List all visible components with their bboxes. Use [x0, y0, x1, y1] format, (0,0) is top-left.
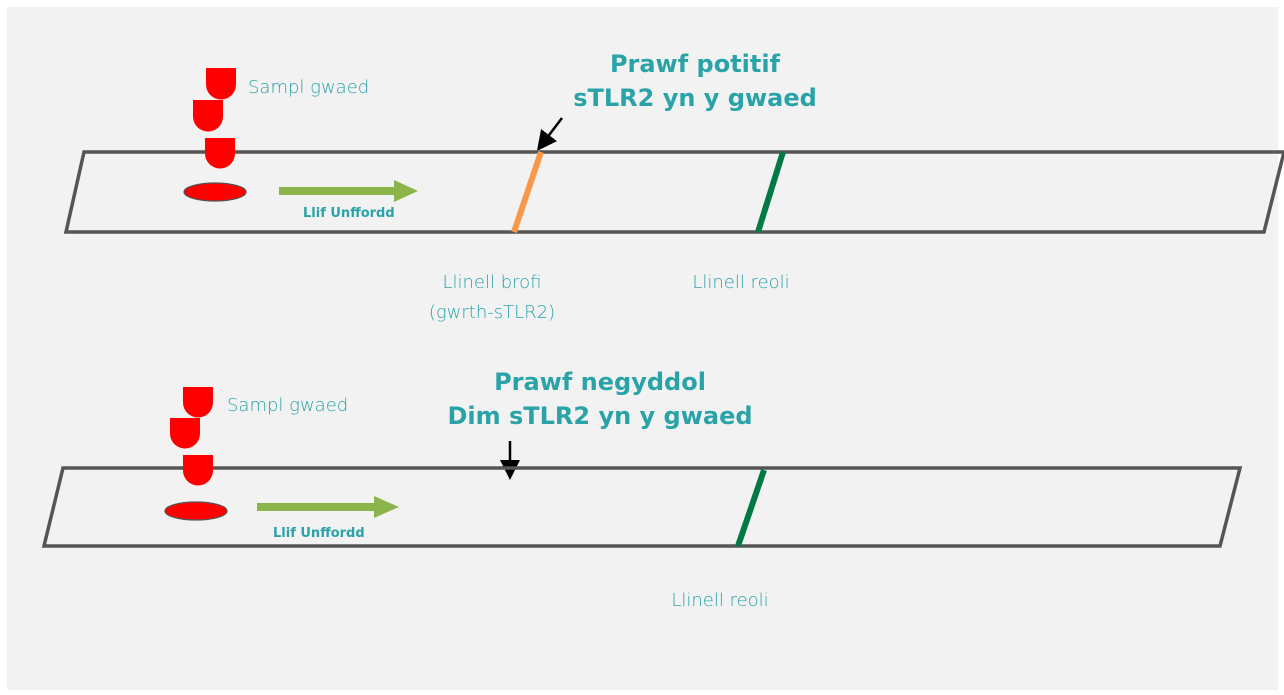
- negative-sample-label: Sampl gwaed: [227, 395, 348, 416]
- positive-test-strip: [63, 150, 1284, 234]
- blood-drop-icon: [192, 100, 223, 132]
- flow-arrow-icon: [257, 496, 399, 518]
- sample-well: [164, 501, 228, 521]
- blood-drop-icon: [182, 455, 213, 486]
- blood-drop-icon: [169, 418, 200, 449]
- positive-sample-label: Sampl gwaed: [248, 77, 369, 98]
- positive-pointer-arrow: [536, 117, 563, 151]
- negative-control-line: [735, 469, 767, 547]
- positive-flow-label: Llif Unffordd: [303, 206, 395, 221]
- negative-test: Prawf negyddol Dim sTLR2 yn y gwaed Samp…: [41, 368, 1243, 611]
- test-line-label-line2: (gwrth-sTLR2): [429, 302, 555, 323]
- test-line-label-line1: Llinell brofi: [442, 272, 541, 293]
- test-line: [511, 151, 544, 233]
- blood-drop-icon: [182, 387, 213, 418]
- negative-title-line1: Prawf negyddol: [494, 368, 706, 396]
- blood-drop-icon: [204, 138, 235, 169]
- positive-control-line-label: Llinell reoli: [692, 272, 789, 293]
- positive-test: Prawf potitif sTLR2 yn y gwaed Sampl gwa…: [63, 50, 1284, 323]
- flow-arrow-icon: [279, 180, 418, 202]
- positive-title-line2: sTLR2 yn y gwaed: [573, 84, 817, 112]
- blood-drop-icon: [205, 68, 236, 100]
- negative-control-line-label: Llinell reoli: [671, 590, 768, 611]
- negative-flow-label: Llif Unffordd: [273, 526, 365, 541]
- negative-test-strip: [41, 466, 1243, 548]
- positive-title-line1: Prawf potitif: [610, 50, 781, 78]
- positive-control-line: [755, 151, 786, 233]
- negative-title-line2: Dim sTLR2 yn y gwaed: [447, 402, 752, 430]
- sample-well: [183, 182, 247, 202]
